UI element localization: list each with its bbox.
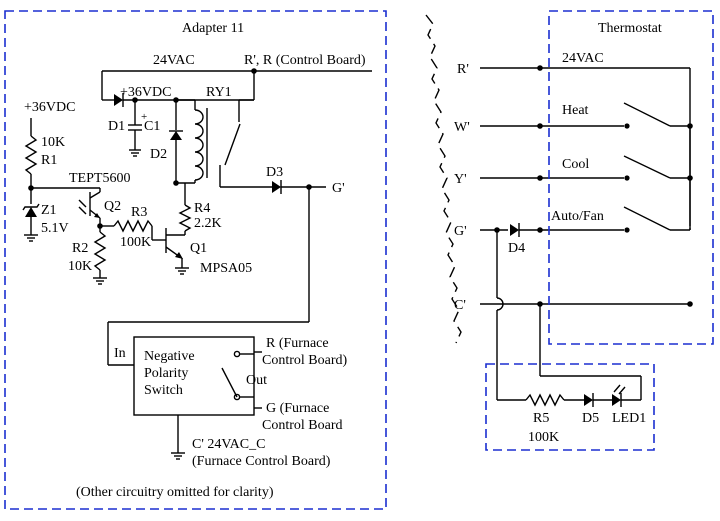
r3-label: R3 xyxy=(131,205,147,220)
thermostat-cool: Cool xyxy=(562,157,589,172)
q2-label: Q2 xyxy=(104,199,121,214)
out-label: Out xyxy=(246,373,267,388)
r4-label: R4 xyxy=(194,201,210,216)
z1-value: 5.1V xyxy=(41,221,69,236)
in-label: In xyxy=(114,346,126,361)
thermostat-heat: Heat xyxy=(562,103,589,118)
thermostat-switches xyxy=(623,102,691,231)
g-furnace-line1: G (Furnace xyxy=(266,401,329,416)
q2-phototransistor xyxy=(31,187,103,229)
c-24vac-label: C' 24VAC_C xyxy=(192,437,265,452)
q1-label: Q1 xyxy=(190,241,207,256)
r-furnace-line2: Control Board) xyxy=(262,353,347,368)
r-supply-line xyxy=(102,68,372,74)
thermostat-24vac: 24VAC xyxy=(562,51,604,66)
terminal-g: G' xyxy=(454,224,467,239)
nps-line2: Polarity xyxy=(144,366,188,381)
d4-label: D4 xyxy=(508,241,525,256)
q1-transistor xyxy=(165,228,189,275)
r-furnace-line1: R (Furnace xyxy=(266,336,329,351)
r4-value: 2.2K xyxy=(194,216,222,231)
terminal-c: C' xyxy=(454,298,466,313)
svg-text:+: + xyxy=(141,111,147,123)
c-furnace-label: (Furnace Control Board) xyxy=(192,454,331,469)
r2-label: R2 xyxy=(72,241,88,256)
adapter-boundary xyxy=(4,10,387,510)
adapter-footnote: (Other circuitry omitted for clarity) xyxy=(76,485,274,500)
r1-label: R1 xyxy=(41,153,57,168)
d3-label: D3 xyxy=(266,165,283,180)
z1-label: Z1 xyxy=(41,203,57,218)
negative-polarity-switch xyxy=(107,187,310,460)
r2-resistor xyxy=(93,226,107,285)
led-box-boundary xyxy=(485,363,655,451)
plus36vdc-left-label: +36VDC xyxy=(24,100,75,115)
d5-label: D5 xyxy=(582,411,599,426)
thermostat-autofan: Auto/Fan xyxy=(551,209,604,224)
tept5600-label: TEPT5600 xyxy=(69,171,130,186)
mpsa05-label: MPSA05 xyxy=(200,261,252,276)
nps-line3: Switch xyxy=(144,383,183,398)
ry1-contact xyxy=(219,71,272,188)
r5-value: 100K xyxy=(528,430,559,445)
r5-label: R5 xyxy=(533,411,549,426)
terminal-y: Y' xyxy=(454,172,467,187)
terminal-w: W' xyxy=(454,120,470,135)
ry1-coil xyxy=(176,99,208,200)
r1-value: 10K xyxy=(41,135,65,150)
r4-resistor xyxy=(178,200,192,235)
g-prime-label: G' xyxy=(332,181,345,196)
z1-zener xyxy=(22,188,40,242)
wire-break-marks xyxy=(425,14,462,344)
led1-label: LED1 xyxy=(612,411,646,426)
led-circuit xyxy=(496,230,642,407)
d2-diode xyxy=(169,100,183,186)
adapter-title: Adapter 11 xyxy=(182,21,244,36)
thermostat-boundary xyxy=(548,10,714,345)
ry1-label: RY1 xyxy=(206,85,232,100)
c1-label: C1 xyxy=(144,119,160,134)
thermostat-title: Thermostat xyxy=(598,21,662,36)
terminal-lines xyxy=(480,65,693,307)
d2-label: D2 xyxy=(150,147,167,162)
c1-capacitor xyxy=(128,100,142,157)
d3-diode xyxy=(272,180,326,194)
plus36vdc-rail-label: +36VDC xyxy=(120,85,171,100)
r3-value: 100K xyxy=(120,235,151,250)
r3-resistor xyxy=(100,219,166,241)
top-24vac-label: 24VAC xyxy=(153,53,195,68)
r2-value: 10K xyxy=(68,259,92,274)
r-control-board-label: R', R (Control Board) xyxy=(244,53,366,68)
d1-label: D1 xyxy=(108,119,125,134)
g-furnace-line2: Control Board xyxy=(262,418,343,433)
nps-line1: Negative xyxy=(144,349,195,364)
terminal-r: R' xyxy=(457,62,469,77)
r1-resistor xyxy=(24,118,38,191)
